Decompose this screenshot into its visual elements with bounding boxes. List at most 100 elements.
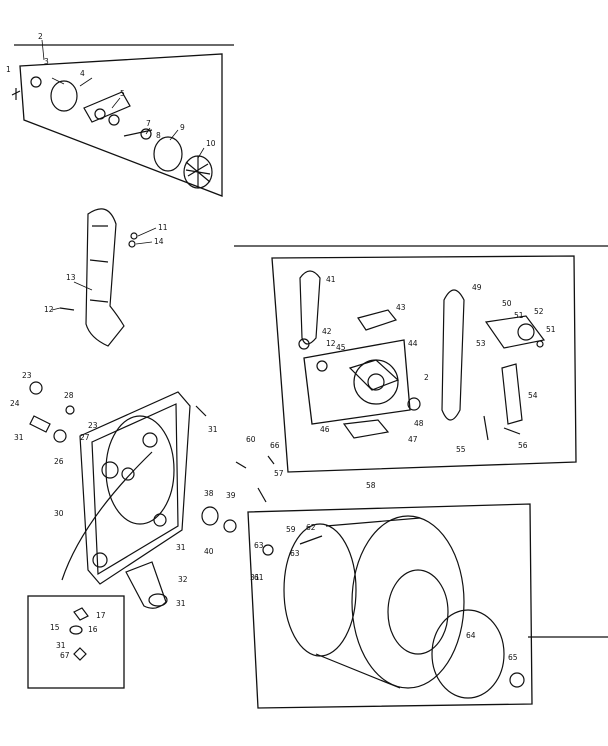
bulb-part-23 (29, 381, 43, 395)
clip-part-31a (195, 405, 207, 417)
callout-label: 42 (322, 327, 332, 336)
screw-part-56 (503, 427, 521, 435)
callout-label: 12 (44, 305, 54, 314)
callout-label: 14 (154, 237, 164, 246)
callout-label: 30 (54, 509, 64, 518)
harness-wire (61, 451, 153, 581)
callout-label: 28 (64, 391, 74, 400)
callout-label: 38 (204, 489, 214, 498)
thermostat-part-16 (69, 625, 83, 635)
callout-label: 47 (408, 435, 418, 444)
callout-label: 1 (6, 65, 11, 74)
callout-label: 57 (274, 469, 284, 478)
mount-part-46 (342, 419, 390, 439)
callout-label: 67 (60, 651, 70, 660)
callout-label: 8 (156, 131, 161, 140)
idler-part-50 (484, 315, 546, 349)
seal-part-64 (431, 609, 505, 699)
callout-label: 26 (54, 457, 64, 466)
callout-label: 53 (476, 339, 486, 348)
callout-label: 4 (80, 69, 85, 78)
callout-label: 11 (158, 223, 168, 232)
callout-label: 61 (254, 573, 264, 582)
callout-label: 48 (414, 419, 424, 428)
spring-part-28 (65, 405, 75, 415)
callout-label: 13 (66, 273, 76, 282)
drum-group-panel (247, 503, 533, 709)
pulley-part-42 (298, 338, 310, 350)
callout-label: 56 (518, 441, 528, 450)
callout-label: 2 (38, 32, 43, 41)
seal-part-12 (59, 307, 75, 311)
bracket-part-24 (29, 415, 51, 433)
callout-label: 55 (456, 445, 466, 454)
callout-label: 23 (88, 421, 98, 430)
callout-label: 41 (326, 275, 336, 284)
clip-part-66 (267, 455, 275, 465)
glide-part-65 (509, 672, 525, 688)
callout-label: 52 (534, 307, 544, 316)
callout-label: 32 (178, 575, 188, 584)
fan-wheel-part-10 (183, 155, 213, 189)
bearing-part-39 (223, 519, 237, 533)
callout-label: 16 (88, 625, 98, 634)
callout-label: 10 (206, 139, 216, 148)
clip-part-60 (235, 461, 247, 469)
callout-label: 58 (366, 481, 376, 490)
callout-label: 2 (424, 373, 429, 382)
callout-label: 5 (120, 89, 125, 98)
roller-part-62 (262, 544, 274, 556)
leader-lines (41, 39, 205, 311)
callout-label: 9 (180, 123, 185, 132)
callout-label: 12 (326, 339, 336, 348)
callout-label: 65 (508, 653, 518, 662)
bearing-part-5b (108, 114, 120, 126)
rear-bulkhead-part-30 (79, 391, 191, 585)
motor-subpanel (303, 339, 411, 425)
callout-label: 23 (22, 371, 32, 380)
shaft-part-7 (123, 129, 153, 137)
callout-label: 31 (14, 433, 24, 442)
callout-label: 24 (10, 399, 20, 408)
callout-label: 64 (466, 631, 476, 640)
switch-part-45 (316, 360, 328, 372)
callout-label: 3 (44, 57, 49, 66)
thermostat-part-15 (73, 607, 89, 621)
callout-label: 45 (336, 343, 346, 352)
callout-label: 40 (204, 547, 214, 556)
washer-part-8 (140, 128, 152, 140)
fuse-part-67 (73, 647, 87, 661)
callout-label: 31 (208, 425, 218, 434)
callout-label: 31 (56, 641, 66, 650)
blower-group-panel (19, 53, 223, 197)
callout-label: 50 (502, 299, 512, 308)
callout-label: 43 (396, 303, 406, 312)
bearing-part-5a (94, 108, 106, 120)
callout-label: 62 (306, 523, 316, 532)
callout-label: 66 (270, 441, 280, 450)
callout-label: 46 (320, 425, 330, 434)
motor-housing-part-32 (125, 561, 168, 609)
callout-label: 49 (472, 283, 482, 292)
bracket-part-43 (357, 309, 398, 331)
belt-part-41 (299, 270, 321, 345)
motor-group-panel (271, 255, 577, 473)
ring-part-51b (536, 340, 544, 348)
motor-part-44 (348, 359, 400, 405)
exhaust-duct-part-13 (85, 208, 125, 347)
callout-label: 31 (250, 573, 260, 582)
callout-label: 51 (514, 311, 524, 320)
screw-part-1 (11, 88, 21, 100)
callout-label: 63 (254, 541, 264, 550)
screw-part-11 (130, 232, 138, 240)
callout-label: 17 (96, 611, 106, 620)
bearing-part-38 (201, 506, 219, 526)
callout-label: 51 (546, 325, 556, 334)
callout-label: 44 (408, 339, 418, 348)
inset-box (27, 595, 125, 689)
drum-belt-part-49 (441, 289, 465, 421)
drum-part-58 (283, 515, 465, 689)
screw-part-3 (30, 76, 42, 88)
plate-part-9 (153, 136, 183, 172)
